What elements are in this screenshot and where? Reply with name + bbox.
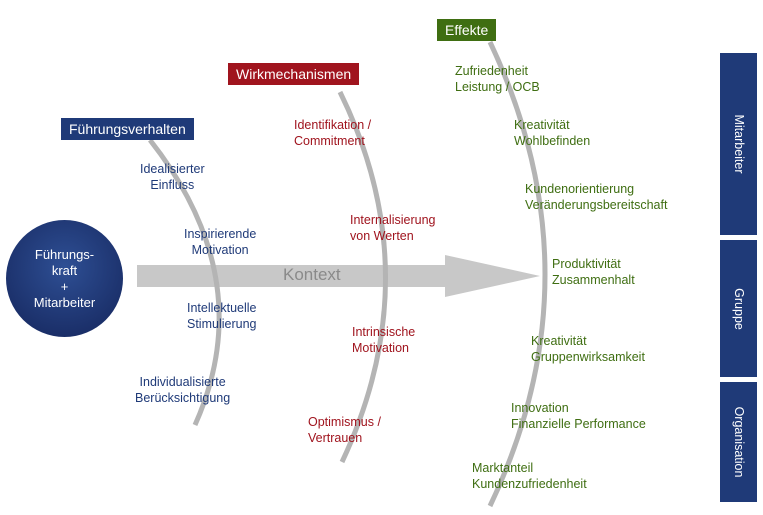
circle-text: kraft (51, 262, 78, 278)
wirk-item: Identifikation /Commitment (294, 118, 372, 148)
circle-text: Mitarbeiter (33, 294, 96, 310)
circle-text: Führungs- (34, 246, 95, 262)
fuehrung-header: Führungsverhalten (61, 118, 194, 140)
level-gruppe: Gruppe (720, 240, 757, 377)
effekte-header: Effekte (437, 19, 497, 41)
leader-follower-circle: Führungs- kraft + Mitarbeiter (6, 220, 123, 337)
level-mitarbeiter: Mitarbeiter (720, 53, 757, 235)
effekte-arc (487, 40, 548, 508)
fuehrung-arc (148, 138, 222, 427)
wirk-item: Optimismus /Vertrauen (308, 415, 381, 445)
wirk-header: Wirkmechanismen (228, 63, 360, 85)
context-arrow (137, 255, 540, 297)
circle-text: + (60, 278, 69, 294)
wirk-arc (337, 90, 388, 464)
level-organisation: Organisation (720, 382, 757, 502)
context-label: Kontext (283, 265, 341, 284)
